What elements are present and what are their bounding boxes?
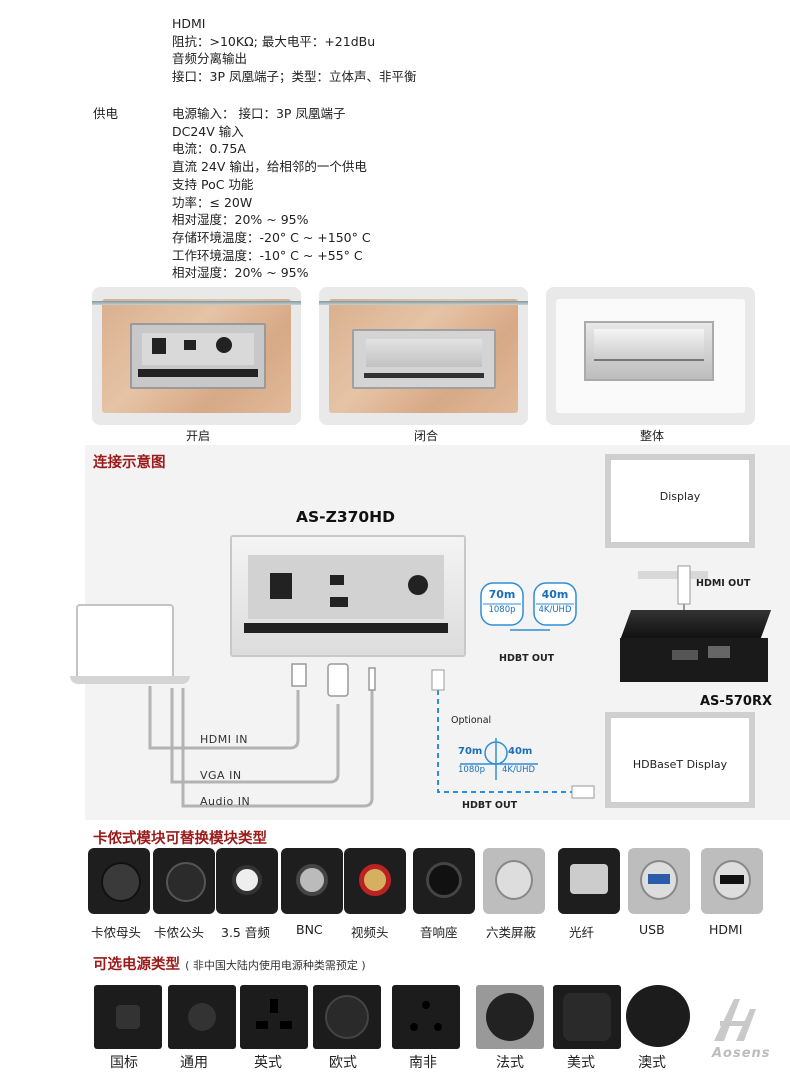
- socket-label: 通用: [180, 1055, 208, 1071]
- brand-logo-text: Aosens: [712, 1046, 771, 1061]
- opt-70m: 70m: [458, 746, 483, 757]
- hdmi-module-image: [701, 848, 763, 914]
- hdmi-line: 音频分离输出: [172, 51, 248, 67]
- open-box-image: [130, 323, 266, 389]
- caption-closed: 闭合: [414, 429, 439, 443]
- display-screen: Display: [605, 454, 755, 548]
- fiber-image: [558, 848, 620, 914]
- video-rca-image: [344, 848, 406, 914]
- badge-40m: 40m 4K/UHD: [538, 588, 572, 615]
- module-label: USB: [639, 922, 665, 937]
- hdbaset-display-screen: HDBaseT Display: [605, 712, 755, 808]
- photo-closed: [319, 287, 528, 425]
- bnc-image: [281, 848, 343, 914]
- power-types-note: ( 非中国大陆内使用电源种类需预定 ): [185, 959, 366, 972]
- whole-box-image: [584, 321, 714, 381]
- power-line: DC24V 输入: [172, 123, 244, 139]
- power-types-title: 可选电源类型 ( 非中国大陆内使用电源种类需预定 ): [93, 953, 366, 974]
- closed-box-image: [352, 329, 496, 389]
- photo-whole: [546, 287, 755, 425]
- socket-label: 澳式: [638, 1055, 666, 1071]
- power-line: 电流：0.75A: [172, 141, 246, 157]
- optional-label: Optional: [451, 715, 492, 726]
- xlr-female-image: [88, 848, 150, 914]
- power-types-heading: 可选电源类型: [93, 957, 180, 973]
- socket-label: 国标: [110, 1055, 138, 1071]
- module-label: 光纤: [569, 925, 595, 940]
- module-label: 视频头: [351, 925, 389, 940]
- device-image: [230, 535, 466, 657]
- laptop-image: [76, 604, 174, 680]
- module-label: 音响座: [420, 925, 458, 940]
- power-line: 功率：≤ 20W: [172, 194, 253, 210]
- socket-label: 美式: [567, 1055, 595, 1071]
- diagram-cables: [148, 565, 708, 808]
- receiver-image: [620, 610, 772, 690]
- caption-open: 开启: [186, 429, 211, 443]
- hdbt-out-label-2: HDBT OUT: [462, 800, 518, 811]
- socket-eu-image: [313, 985, 381, 1049]
- audio-35-image: [216, 848, 278, 914]
- cat6-image: [483, 848, 545, 914]
- aosens-logo-icon: [714, 999, 756, 1041]
- receiver-name: AS-570RX: [700, 694, 772, 709]
- module-label: 六类屏蔽: [486, 925, 537, 940]
- module-label: HDMI: [709, 922, 743, 937]
- xlr-male-image: [153, 848, 215, 914]
- socket-label: 欧式: [329, 1055, 357, 1071]
- power-line: 直流 24V 输出，给相邻的一个供电: [172, 159, 367, 175]
- module-label: 3.5 音频: [221, 925, 270, 940]
- hdbaset-display-label: HDBaseT Display: [632, 758, 728, 771]
- power-line: 电源输入： 接口：3P 凤凰端子: [172, 106, 346, 121]
- hdmi-line: 接口：3P 凤凰端子；类型：立体声、非平衡: [172, 69, 417, 85]
- device-name: AS-Z370HD: [296, 508, 396, 526]
- hdmi-out-label: HDMI OUT: [696, 578, 751, 589]
- socket-uk-image: [240, 985, 308, 1049]
- modules-title: 卡侬式模块可替换模块类型: [93, 831, 267, 847]
- hdmi-line: HDMI: [172, 16, 206, 31]
- socket-label: 南非: [409, 1055, 437, 1071]
- module-label: 卡侬母头: [91, 925, 142, 940]
- socket-fr-image: [476, 985, 544, 1049]
- hdmi-line: 阻抗：>10KΩ; 最大电平：+21dBu: [172, 33, 376, 49]
- socket-label: 法式: [496, 1055, 524, 1071]
- power-line: 工作环境温度：-10° C ~ +55° C: [172, 247, 363, 263]
- socket-label: 英式: [254, 1055, 282, 1071]
- module-label: BNC: [296, 922, 323, 937]
- hdmi-in-label: HDMI IN: [200, 733, 248, 746]
- hdbt-out-label: HDBT OUT: [499, 653, 555, 664]
- diagram-title: 连接示意图: [93, 455, 166, 471]
- power-line: 支持 PoC 功能: [172, 176, 254, 192]
- socket-za-image: [392, 985, 460, 1049]
- vga-in-label: VGA IN: [200, 769, 242, 782]
- caption-whole: 整体: [640, 429, 665, 443]
- photo-open: [92, 287, 301, 425]
- badge-70m: 70m 1080p: [488, 588, 516, 615]
- module-label: 卡侬公头: [154, 925, 205, 940]
- socket-us-image: [553, 985, 621, 1049]
- opt-40m: 40m: [508, 746, 533, 757]
- power-heading: 供电: [93, 106, 119, 121]
- socket-universal-image: [168, 985, 236, 1049]
- speakon-image: [413, 848, 475, 914]
- socket-au-image: [624, 985, 692, 1049]
- display-label: Display: [659, 490, 701, 503]
- power-line: 存储环境温度：-20° C ~ +150° C: [172, 229, 371, 245]
- socket-cn-image: [94, 985, 162, 1049]
- laptop-base: [70, 676, 190, 684]
- audio-in-label: Audio IN: [200, 795, 251, 808]
- power-line: 相对湿度：20% ~ 95%: [172, 212, 309, 228]
- opt-1080p: 1080p: [458, 765, 486, 775]
- hdmi-spec: HDMI 阻抗：>10KΩ; 最大电平：+21dBu 音频分离输出 接口：3P …: [172, 15, 416, 86]
- power-spec: 电源输入： 接口：3P 凤凰端子 DC24V 输入 电流：0.75A 直流 24…: [172, 105, 371, 282]
- opt-4k: 4K/UHD: [502, 765, 536, 775]
- power-line: 相对湿度：20% ~ 95%: [172, 265, 309, 281]
- usb-image: [628, 848, 690, 914]
